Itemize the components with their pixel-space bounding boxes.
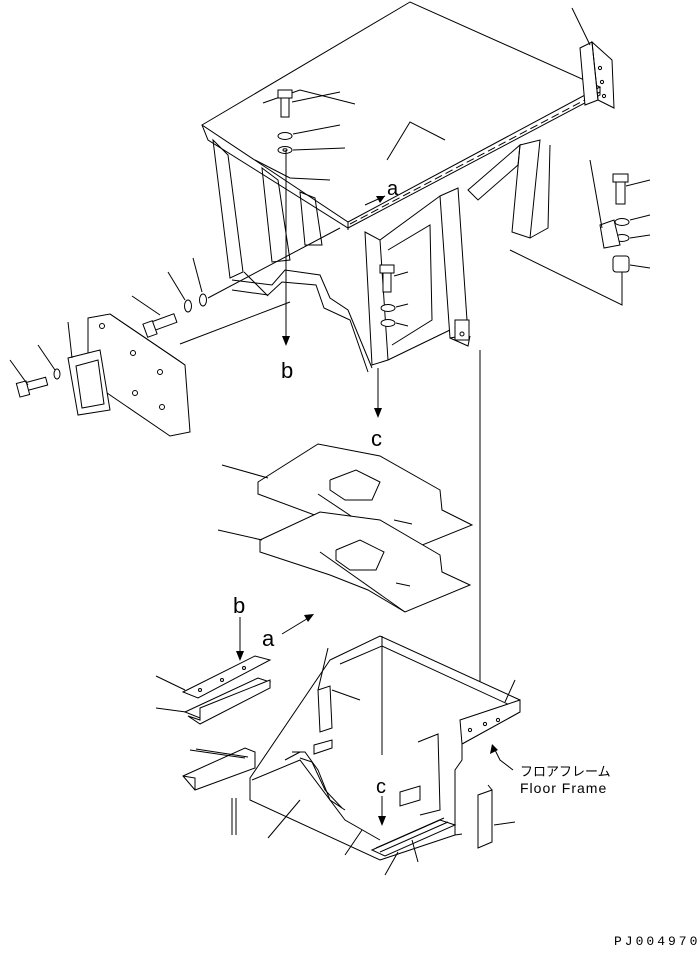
front-cover <box>182 747 301 839</box>
label-b-bottom: b <box>233 593 245 618</box>
floor-frame <box>249 635 521 861</box>
rear-bracket <box>571 7 621 249</box>
label-c-top: c <box>371 426 382 451</box>
leader-lines <box>195 744 514 876</box>
floor-mat-lower <box>217 511 472 613</box>
label-c-bottom: c <box>376 776 386 798</box>
view-arrow-c-bottom <box>378 636 386 826</box>
label-b-top: b <box>281 358 293 383</box>
callout-english: Floor Frame <box>520 780 607 796</box>
roof-bolt-set <box>277 89 346 154</box>
side-bolt-set <box>509 173 651 306</box>
label-a-top: a <box>387 178 399 200</box>
cab-canopy <box>201 1 602 373</box>
drawing-code: PJ004970 <box>614 934 700 949</box>
inner-bolt-set <box>379 264 409 327</box>
view-arrows-top <box>282 150 481 728</box>
label-a-bottom: a <box>262 626 275 651</box>
right-side-bracket <box>477 679 516 849</box>
left-bolt-set <box>9 227 341 398</box>
side-cover-plate <box>67 301 291 437</box>
callout-japanese: フロアフレーム <box>520 765 611 780</box>
lower-left-brackets <box>155 614 314 725</box>
